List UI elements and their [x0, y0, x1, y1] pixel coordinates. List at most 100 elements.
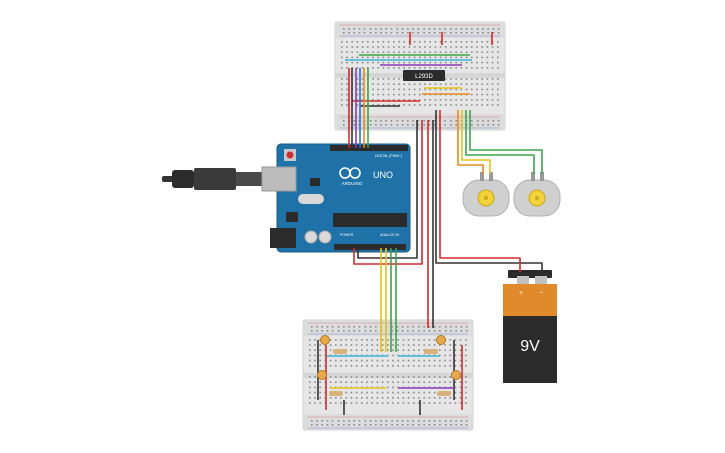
breadboard-hole [424, 51, 426, 53]
breadboard-hole [429, 83, 431, 85]
breadboard-hole [459, 365, 462, 367]
breadboard-hole [392, 349, 394, 351]
breadboard-hole [423, 402, 425, 404]
breadboard-hole [445, 83, 447, 85]
breadboard-hole [393, 104, 395, 106]
breadboard-hole [397, 349, 399, 351]
breadboard-hole [439, 359, 441, 362]
breadboard-hole [429, 46, 431, 48]
breadboard-rail-hole [471, 120, 473, 122]
breadboard-hole [433, 376, 436, 378]
breadboard-hole [455, 78, 457, 80]
breadboard-hole [361, 56, 364, 59]
breadboard-hole [392, 391, 394, 394]
breadboard-hole [387, 402, 389, 404]
breadboard-rail-hole [321, 330, 323, 332]
breadboard-hole [460, 56, 463, 59]
breadboard-hole [361, 99, 364, 101]
breadboard-rail-hole [455, 124, 457, 126]
breadboard-hole [356, 67, 359, 69]
breadboard-rail-hole [380, 120, 382, 122]
breadboard-hole [314, 381, 316, 383]
breadboard-rail-hole [445, 420, 447, 422]
breadboard-hole [329, 402, 332, 404]
breadboard-hole [428, 381, 431, 383]
breadboard-hole [408, 83, 411, 85]
breadboard-hole [403, 83, 405, 85]
breadboard-hole [486, 46, 489, 48]
breadboard-hole [449, 376, 451, 378]
driver-chip: L293D [403, 70, 445, 81]
breadboard-hole [387, 339, 389, 341]
breadboard-hole [356, 93, 359, 96]
breadboard-hole [419, 99, 421, 101]
breadboard-hole [346, 99, 348, 101]
breadboard-hole [454, 339, 457, 341]
breadboard-hole [314, 349, 316, 351]
breadboard-hole [439, 402, 441, 404]
breadboard-rail-hole [433, 326, 436, 328]
breadboard-hole [413, 41, 416, 43]
breadboard-hole [449, 349, 451, 351]
breadboard-hole [350, 359, 353, 362]
breadboard-rail-hole [364, 424, 367, 426]
breadboard-hole [356, 41, 359, 43]
arduino-board: ARDUINO UNO DIGITAL (PWM~) POWER ANALOG … [162, 143, 411, 253]
breadboard-rail-hole [348, 32, 350, 34]
breadboard-hole [340, 359, 342, 362]
breadboard-hole [372, 56, 374, 59]
breadboard-hole [471, 61, 473, 64]
breadboard-hole [429, 104, 431, 106]
breadboard-hole [471, 88, 473, 91]
breadboard-rail-hole [465, 424, 468, 426]
breadboard-rail-hole [311, 330, 313, 332]
breadboard-rail-hole [385, 28, 387, 30]
breadboard-hole [340, 376, 342, 378]
breadboard-hole [408, 104, 411, 106]
breadboard-hole [454, 381, 457, 383]
breadboard-rail-hole [417, 32, 419, 34]
breadboard-hole [429, 51, 431, 53]
breadboard-hole [397, 344, 399, 346]
breadboard-hole [346, 61, 348, 64]
breadboard-hole [434, 83, 437, 85]
breadboard-hole [356, 56, 359, 59]
breadboard-hole [408, 56, 411, 59]
breadboard-hole [460, 78, 463, 80]
breadboard-rail-hole [412, 330, 414, 332]
breadboard-hole [387, 359, 389, 362]
breadboard-hole [445, 104, 447, 106]
breadboard-hole [439, 99, 442, 101]
breadboard-hole [319, 354, 321, 357]
breadboard-rail-hole [487, 120, 489, 122]
breadboard-hole [309, 391, 311, 394]
breadboard-hole [413, 339, 415, 341]
breadboard-hole [372, 83, 374, 85]
breadboard-rail-hole [385, 420, 387, 422]
breadboard-rail-hole [369, 424, 372, 426]
breadboard-hole [382, 99, 385, 101]
breadboard-hole [392, 386, 394, 389]
breadboard-hole [366, 365, 368, 367]
breadboard-hole [423, 339, 425, 341]
breadboard-hole [335, 359, 337, 362]
breadboard-hole [491, 78, 494, 80]
breadboard-hole [355, 344, 358, 346]
breadboard-rail-hole [348, 326, 350, 328]
breadboard-rail-hole [369, 120, 372, 122]
breadboard-hole [381, 365, 384, 367]
breadboard-hole [418, 339, 420, 341]
breadboard-rail-hole [311, 420, 313, 422]
breadboard-hole [439, 67, 442, 69]
breadboard-rail-hole [428, 28, 431, 30]
breadboard-hole [367, 56, 369, 59]
breadboard-hole [471, 99, 473, 101]
breadboard-hole [429, 67, 431, 69]
breadboard-rail-hole [428, 120, 431, 122]
breadboard-hole [418, 397, 420, 399]
breadboard-hole [403, 51, 405, 53]
breadboard-hole [372, 61, 374, 64]
breadboard-rail-hole [358, 28, 361, 30]
breadboard-rail-hole [401, 326, 404, 328]
breadboard-hole [428, 391, 431, 394]
